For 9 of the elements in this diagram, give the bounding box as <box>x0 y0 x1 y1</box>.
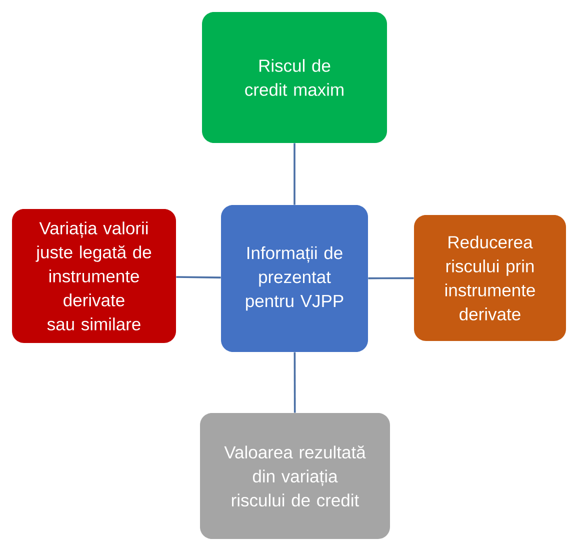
process-box: Informații de prezentat pentru VJPP <box>221 205 368 352</box>
process-box: Reducerea riscului prin instrumente derivate <box>414 215 566 341</box>
process-box: Variația valorii juste legată de instrumente derivate sau similare <box>12 209 176 343</box>
connector-line <box>368 277 414 280</box>
connector-line <box>294 352 296 413</box>
process-box: Valoarea rezultată din variația riscului de credit <box>200 413 390 539</box>
connector-line <box>294 143 296 205</box>
connector-line <box>176 276 221 278</box>
process-box: Riscul de credit maxim <box>202 12 387 143</box>
